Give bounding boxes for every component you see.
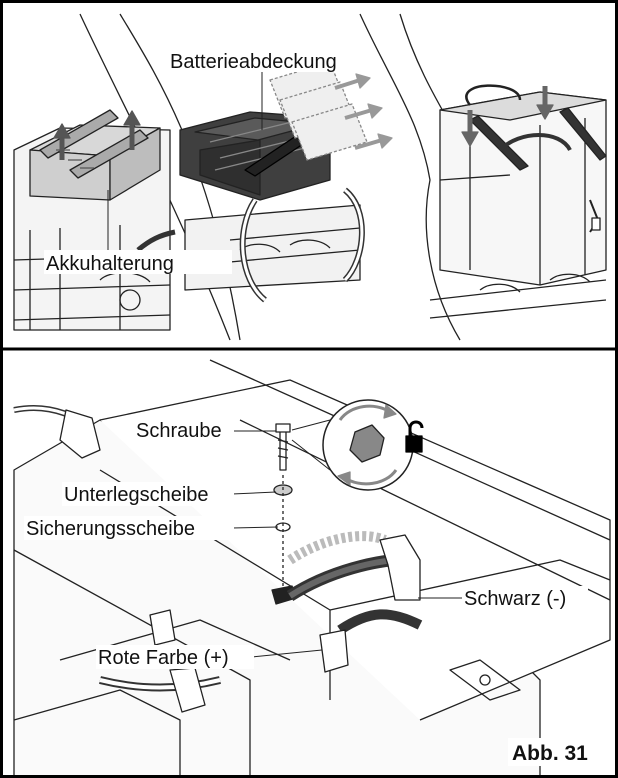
bottom-panel (13, 359, 611, 778)
washer-label: Unterlegscheibe (64, 484, 209, 506)
left-battery-assembly (13, 109, 171, 331)
black-negative-label: Schwarz (-) (464, 588, 566, 610)
battery-holder-label: Akkuhalterung (46, 253, 174, 275)
lock-washer-label: Sicherungsscheibe (26, 518, 195, 540)
red-positive-label: Rote Farbe (+) (98, 647, 229, 669)
bottom-leader-lines (231, 430, 462, 658)
screw-label: Schraube (136, 420, 222, 442)
magnified-bolt-detail (291, 399, 414, 491)
figure-number: Abb. 31 (512, 742, 588, 765)
unlock-icon (405, 420, 424, 453)
right-battery-assembly (429, 84, 607, 319)
top-panel (13, 13, 607, 341)
battery-cover-label: Batterieabdeckung (170, 51, 337, 73)
